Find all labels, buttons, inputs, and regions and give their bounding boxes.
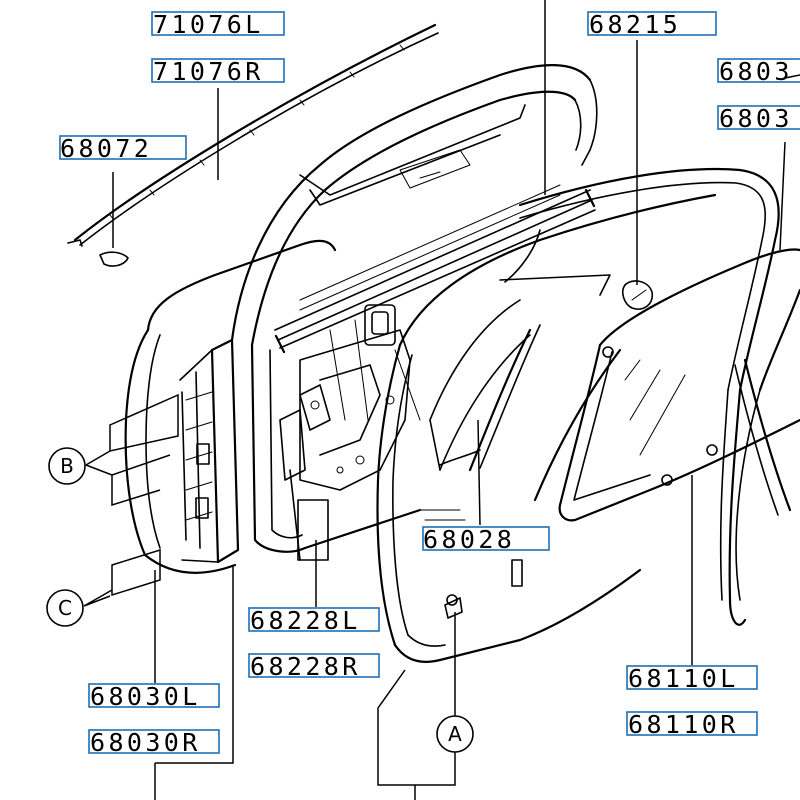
part-label-71076r[interactable]: 71076R bbox=[151, 57, 285, 86]
svg-text:68228R: 68228R bbox=[250, 652, 361, 681]
part-label-68228l[interactable]: 68228L bbox=[248, 606, 380, 635]
part-label-71076l[interactable]: 71076L bbox=[151, 10, 285, 39]
part-label-68110l[interactable]: 68110L bbox=[626, 664, 758, 693]
part-label-68028[interactable]: 68028 bbox=[422, 525, 550, 554]
part-label-68030l[interactable]: 68030L bbox=[88, 682, 220, 711]
callout-a[interactable]: A bbox=[436, 715, 474, 753]
part-label-68072[interactable]: 68072 bbox=[59, 134, 187, 163]
part-label-6803-second[interactable]: 6803 bbox=[717, 104, 800, 133]
leader-lines bbox=[83, 0, 800, 800]
svg-text:6803: 6803 bbox=[719, 57, 793, 86]
svg-text:68215: 68215 bbox=[589, 10, 681, 39]
door-assembly-drawing bbox=[124, 64, 800, 663]
part-label-68228r[interactable]: 68228R bbox=[248, 652, 380, 681]
svg-text:71076L: 71076L bbox=[153, 10, 264, 39]
part-label-6803-top[interactable]: 6803 bbox=[717, 57, 800, 86]
part-label-68030r[interactable]: 68030R bbox=[88, 728, 220, 757]
callouts: B C A bbox=[46, 447, 474, 753]
svg-text:B: B bbox=[60, 454, 74, 478]
svg-text:68110L: 68110L bbox=[628, 664, 739, 693]
callout-c[interactable]: C bbox=[46, 589, 84, 627]
svg-text:71076R: 71076R bbox=[153, 57, 264, 86]
svg-text:C: C bbox=[58, 596, 72, 620]
svg-text:68072: 68072 bbox=[60, 134, 152, 163]
part-label-68215[interactable]: 68215 bbox=[587, 10, 717, 39]
svg-text:6803: 6803 bbox=[719, 104, 793, 133]
svg-text:68110R: 68110R bbox=[628, 710, 739, 739]
part-labels: 71076L 71076R 68072 68215 6803 6803 6802… bbox=[59, 10, 800, 757]
svg-text:68028: 68028 bbox=[423, 525, 515, 554]
callout-b[interactable]: B bbox=[48, 447, 86, 485]
svg-text:68030L: 68030L bbox=[90, 682, 201, 711]
svg-text:68228L: 68228L bbox=[250, 606, 361, 635]
part-label-68110r[interactable]: 68110R bbox=[626, 710, 758, 739]
svg-text:A: A bbox=[448, 722, 462, 746]
moulding-drawing bbox=[67, 23, 439, 267]
svg-text:68030R: 68030R bbox=[90, 728, 201, 757]
